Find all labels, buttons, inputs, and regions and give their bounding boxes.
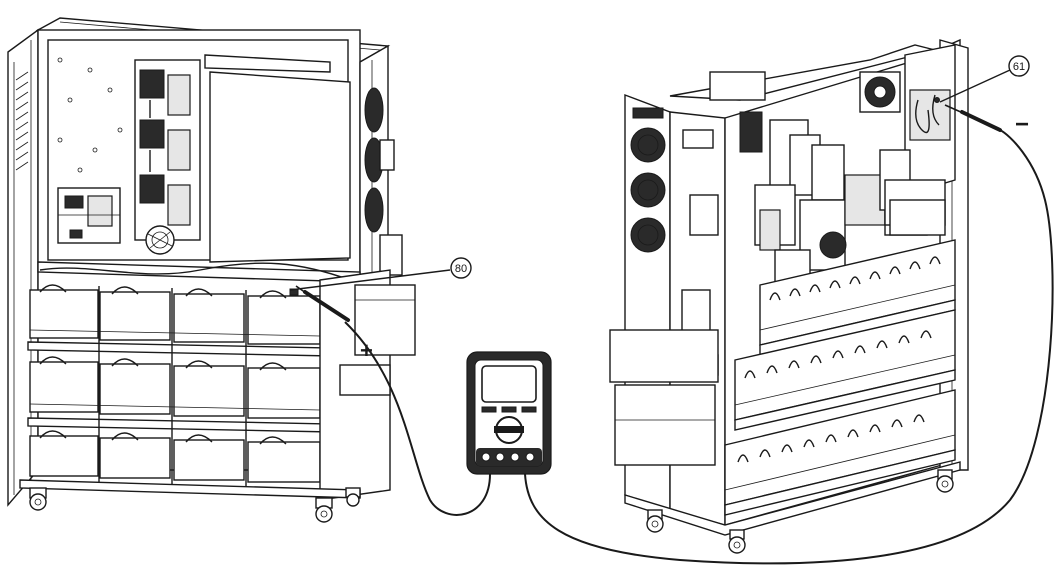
- right-door-fan-3: [630, 217, 666, 253]
- left-terminal-block: [57, 187, 121, 244]
- negative-test-lead: [524, 129, 1054, 565]
- positive-test-lead: [344, 321, 491, 516]
- right-cabinet: [609, 38, 969, 554]
- callout-61-label: 61: [1013, 61, 1025, 73]
- left-cabinet: [7, 17, 416, 523]
- negative-probe: −: [944, 104, 1029, 138]
- meter-jack-4: [525, 452, 535, 462]
- left-side-vents: [15, 71, 29, 171]
- left-battery-bank: [27, 284, 333, 488]
- positive-probe: +: [295, 285, 373, 363]
- left-battery-row-2: [29, 356, 321, 419]
- left-upper-backplate: [57, 57, 123, 173]
- right-internal-fan: [819, 71, 901, 259]
- left-internal-fan: [145, 225, 175, 255]
- meter-jack-2: [495, 452, 505, 462]
- right-battery-bank: [724, 239, 956, 516]
- positive-polarity-label: +: [360, 338, 373, 363]
- meter-button-3: [521, 406, 537, 413]
- meter-jack-1: [481, 452, 491, 462]
- left-battery-row-3: [29, 430, 321, 483]
- left-casters: [29, 487, 361, 523]
- meter-jack-3: [510, 452, 520, 462]
- left-inductor-stack: [134, 59, 201, 241]
- right-door-fan-2: [630, 172, 666, 208]
- meter-display: [481, 365, 537, 403]
- meter-button-2: [501, 406, 517, 413]
- right-casters: [646, 469, 954, 554]
- left-battery-row-1: [29, 284, 321, 345]
- callout-80-label: 80: [455, 263, 467, 275]
- right-door-fan-1: [630, 127, 666, 163]
- test-leads: [344, 129, 1054, 565]
- multimeter: [466, 351, 552, 475]
- negative-polarity-label: −: [1015, 111, 1029, 138]
- meter-dial-pointer: [494, 426, 524, 433]
- meter-button-1: [481, 406, 497, 413]
- callout-61: 61: [939, 55, 1030, 103]
- callout-80: 80: [289, 257, 472, 291]
- right-upper-bay: [879, 44, 956, 236]
